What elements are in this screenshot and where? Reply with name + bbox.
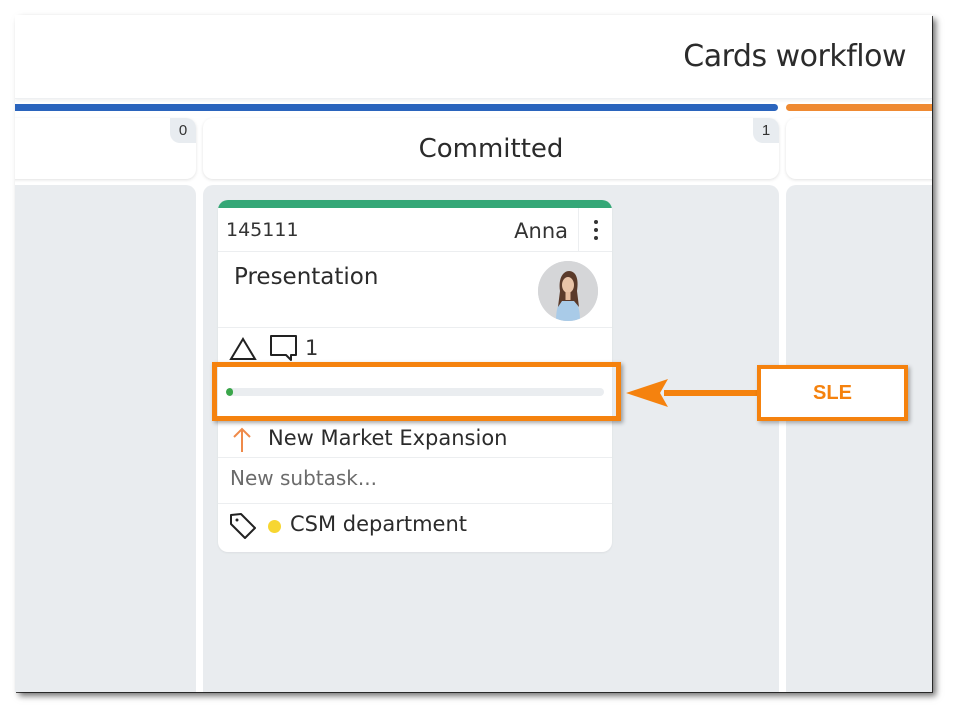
new-subtask-input[interactable] [230,466,590,490]
column-count-badge: 0 [170,118,196,143]
annotation-arrow-icon [626,379,759,407]
more-vertical-icon[interactable] [578,208,612,252]
lane-bar-orange [786,104,932,111]
comment-icon[interactable] [269,334,299,366]
sle-highlight-box [212,362,621,421]
card-title-row: Presentation [218,252,612,328]
app-window: Cards workflow 0 Committed 1 145111 Anna… [15,15,932,692]
tag-color-dot [268,520,281,533]
arrow-up-icon [232,426,252,458]
column-count-badge: 1 [753,118,779,143]
comment-count: 1 [305,336,319,360]
card-owner[interactable]: Anna [514,219,568,243]
tag-row: CSM department [218,504,612,548]
sle-progress-bar [226,388,604,396]
warning-triangle-icon[interactable] [229,337,257,365]
column-title: Committed [418,134,564,164]
column-body-1 [15,185,196,692]
card-id[interactable]: 145111 [226,219,299,241]
kanban-card[interactable]: 145111 Anna Presentation [218,200,612,552]
card-title[interactable]: Presentation [234,264,379,290]
sle-progress-fill [226,388,233,396]
column-header-3[interactable] [786,118,932,179]
lane-bar-blue [15,104,778,111]
card-icons-row: 1 [218,328,612,368]
tag-icon[interactable] [228,511,258,545]
card-header: 145111 Anna [218,208,612,252]
parent-card-link[interactable]: New Market Expansion [218,420,612,458]
page-title: Cards workflow [683,39,906,74]
parent-card-title: New Market Expansion [268,426,508,450]
column-header-1[interactable]: 0 [15,118,196,179]
avatar[interactable] [538,261,598,321]
card-accent-bar [218,200,612,208]
sle-row [218,368,612,420]
tag-label[interactable]: CSM department [290,512,468,536]
header: Cards workflow [15,15,932,99]
subtask-row [218,458,612,504]
column-header-committed[interactable]: Committed 1 [203,118,779,179]
sle-callout-label: SLE [757,365,908,421]
column-body-3 [786,185,932,692]
